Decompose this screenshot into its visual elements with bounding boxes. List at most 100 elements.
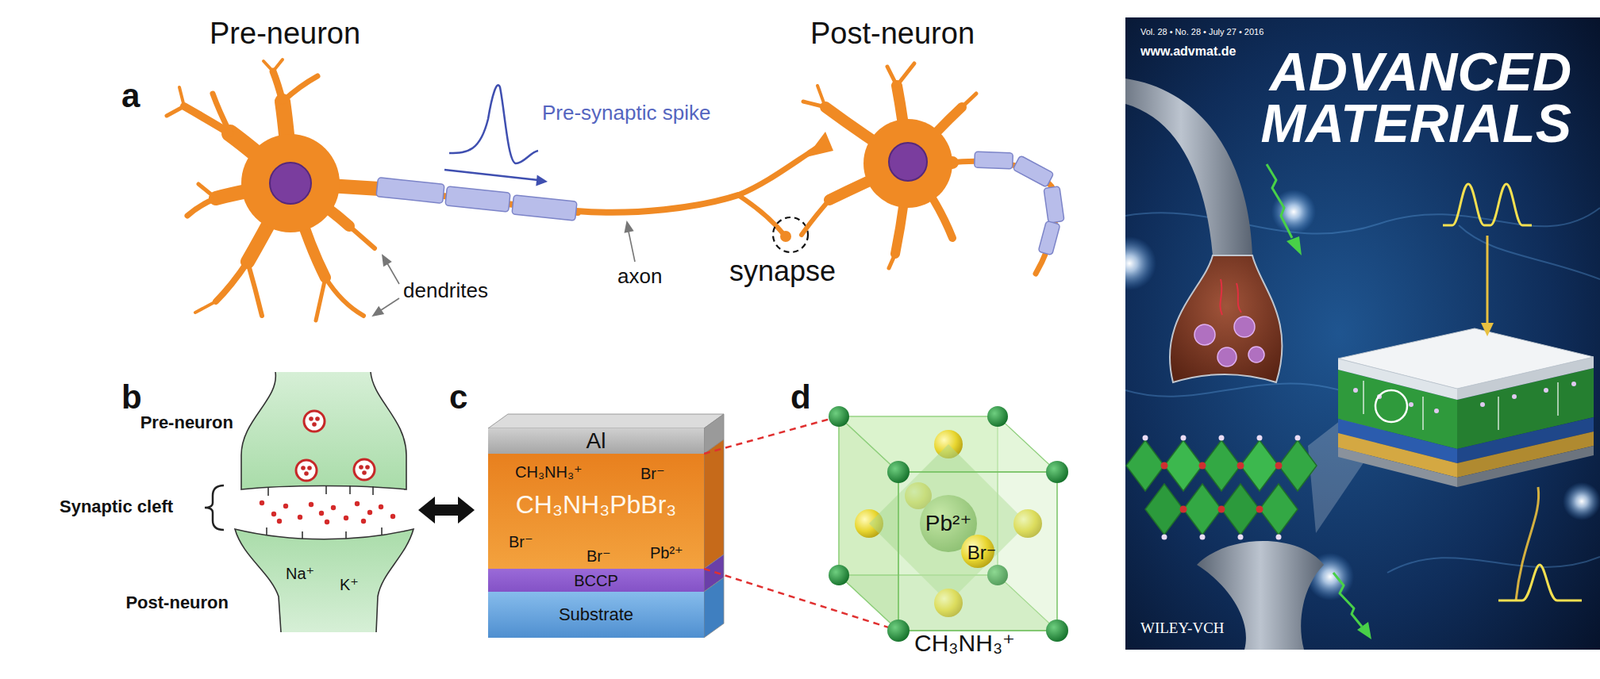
post-terminal-shape bbox=[345, 531, 347, 539]
cover-art bbox=[1219, 279, 1242, 316]
post-neuron-soma bbox=[863, 119, 953, 208]
cover-art bbox=[1286, 236, 1302, 256]
pre-neuron-cell bbox=[273, 59, 283, 72]
neurotransmitter bbox=[343, 515, 349, 521]
neurotransmitter bbox=[276, 519, 282, 524]
leader-line bbox=[373, 307, 384, 316]
cover-art bbox=[1511, 394, 1517, 400]
neurotransmitter bbox=[259, 500, 265, 506]
ion-label: Pb²⁺ bbox=[925, 511, 972, 537]
leader-line bbox=[628, 231, 635, 262]
pre-terminal-shape bbox=[268, 485, 374, 497]
pre-terminal-shape bbox=[296, 460, 317, 481]
pre-neuron-cell bbox=[179, 87, 185, 107]
cover-art bbox=[1442, 184, 1532, 226]
unit-cell-shape bbox=[898, 472, 1058, 631]
cover-art bbox=[1458, 225, 1600, 280]
cover-art bbox=[1142, 435, 1301, 541]
cover-art bbox=[1363, 380, 1558, 431]
cover-art bbox=[1278, 440, 1317, 492]
cover-art bbox=[1387, 557, 1600, 574]
cover-art bbox=[1200, 534, 1206, 541]
pre-terminal-shape bbox=[353, 459, 375, 481]
cover-art bbox=[1145, 484, 1184, 535]
myelin-sheath bbox=[974, 151, 1065, 255]
neurotransmitter bbox=[283, 503, 289, 509]
cover-art bbox=[1217, 347, 1237, 367]
post-terminal-shape bbox=[266, 527, 382, 539]
pre-terminal-shape bbox=[361, 470, 367, 476]
cover-art bbox=[1234, 316, 1255, 338]
pre-synaptic-spike bbox=[449, 84, 539, 164]
ion-label: Br⁻ bbox=[640, 465, 666, 483]
device-faces bbox=[703, 577, 724, 639]
ion-label: Br⁻ bbox=[586, 547, 612, 566]
unit-cell-shape bbox=[828, 565, 850, 586]
cover-art bbox=[1275, 462, 1283, 470]
zoom-line bbox=[703, 416, 839, 454]
neurotransmitter bbox=[324, 519, 330, 525]
post-neuron-cell bbox=[961, 93, 977, 108]
neurotransmitter bbox=[259, 500, 396, 525]
ion-label: Na⁺ bbox=[285, 565, 315, 583]
pre-synaptic-spike bbox=[444, 84, 548, 186]
layer-label: Al bbox=[586, 429, 607, 454]
cover-art bbox=[1375, 390, 1408, 423]
double-arrow bbox=[418, 496, 475, 524]
post-terminal-shape bbox=[234, 529, 414, 633]
cover-art bbox=[1125, 76, 1253, 256]
cover-art bbox=[1219, 435, 1225, 442]
post-neuron-cell bbox=[887, 66, 897, 86]
pre-neuron-cell bbox=[576, 195, 739, 213]
ion-label: CH₃NH₃⁺ bbox=[515, 463, 583, 481]
pre-neuron-soma bbox=[780, 230, 792, 243]
cover-art bbox=[1199, 462, 1207, 470]
cover-art bbox=[1169, 255, 1283, 383]
pre-terminal: Pre-neuron bbox=[239, 372, 408, 496]
pre-terminal-shape bbox=[308, 416, 314, 422]
unit-cell-shape bbox=[1046, 619, 1069, 643]
pre-neuron-cell bbox=[198, 184, 216, 199]
cover-art bbox=[1562, 482, 1600, 521]
pre-neuron-cell bbox=[738, 195, 785, 235]
journal-title: ADVANCED MATERIALS bbox=[1222, 46, 1572, 149]
pre-terminal-shape bbox=[296, 460, 317, 481]
pre-neuron-cell bbox=[315, 277, 326, 321]
unit-cell-shape bbox=[828, 406, 850, 427]
pre-terminal-shape bbox=[267, 487, 270, 497]
unit-cell-shape bbox=[887, 461, 910, 484]
ion-label: Pb²⁺ bbox=[650, 544, 684, 562]
pre-neuron-cell bbox=[273, 71, 283, 102]
device-faces bbox=[488, 414, 724, 639]
cover-art bbox=[1498, 565, 1582, 601]
cover-art bbox=[1161, 462, 1169, 470]
cover-art bbox=[1125, 383, 1364, 399]
cover-art bbox=[1240, 440, 1279, 492]
double-arrow bbox=[418, 496, 475, 524]
issue-line: Vol. 28 • No. 28 • July 27 • 2016 bbox=[1140, 26, 1264, 37]
part-label: synapse bbox=[729, 255, 836, 288]
panel-letter: d bbox=[790, 379, 812, 416]
unit-cell-shape bbox=[887, 619, 910, 643]
post-neuron-cell bbox=[896, 63, 915, 86]
neurotransmitter bbox=[319, 511, 324, 516]
layer-label: Substrate bbox=[558, 605, 634, 625]
cover-art bbox=[1338, 447, 1458, 488]
myelin-sheath bbox=[1043, 186, 1065, 224]
cover-art bbox=[1259, 484, 1298, 535]
cover-art bbox=[1183, 484, 1222, 535]
pre-neuron-cell bbox=[166, 106, 185, 116]
post-neuron-soma bbox=[888, 142, 927, 181]
device-faces bbox=[488, 414, 724, 429]
pre-terminal-shape bbox=[239, 372, 408, 496]
cover-art bbox=[1457, 446, 1594, 488]
part-label: dendrites bbox=[403, 279, 489, 303]
pre-terminal-shape bbox=[372, 486, 374, 496]
cover-art bbox=[1557, 382, 1559, 416]
pre-neuron-cell bbox=[247, 261, 262, 316]
pre-terminal-shape bbox=[241, 372, 407, 490]
post-terminal-shape bbox=[380, 527, 383, 535]
neuron-label: Pre-neuron bbox=[140, 413, 234, 433]
pre-neuron-cell bbox=[349, 226, 375, 249]
